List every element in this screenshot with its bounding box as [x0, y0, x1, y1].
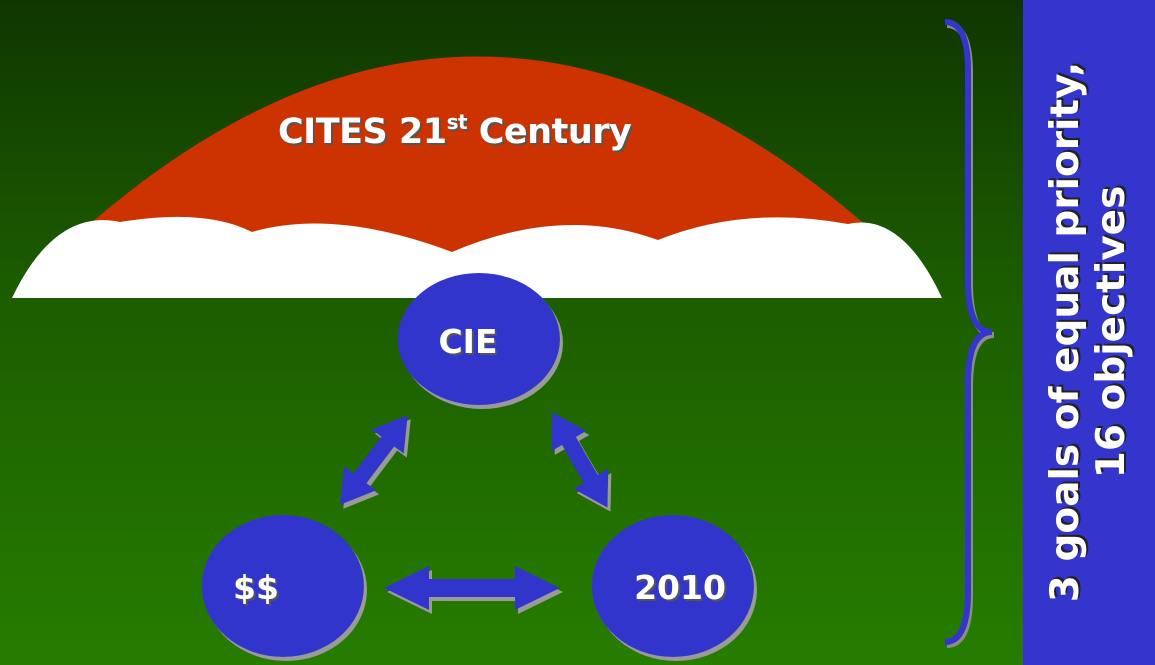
cie-label: CIE	[438, 322, 498, 361]
goals-line-2: 16 objectives	[1089, 185, 1134, 479]
umbrella-title: CITES 21st Century	[278, 110, 632, 152]
curly-brace-front	[944, 19, 993, 645]
year-label: 2010	[634, 568, 726, 607]
year-node	[592, 515, 754, 657]
cie-money-arrow	[335, 412, 413, 508]
goals-text: 3 goals of equal priority, 16 objectives	[1043, 52, 1135, 612]
money-label: $$	[233, 568, 279, 607]
umbrella-title-sup: st	[446, 110, 468, 134]
cie-node	[398, 273, 560, 405]
money-year-arrow	[384, 566, 560, 610]
umbrella-scallops	[12, 216, 942, 298]
cie-year-arrow	[547, 410, 613, 510]
umbrella	[12, 56, 942, 298]
goals-sidebar: 3 goals of equal priority, 16 objectives	[1023, 0, 1155, 665]
money-node	[202, 515, 364, 657]
goals-line-1: 3 goals of equal priority,	[1043, 61, 1088, 603]
